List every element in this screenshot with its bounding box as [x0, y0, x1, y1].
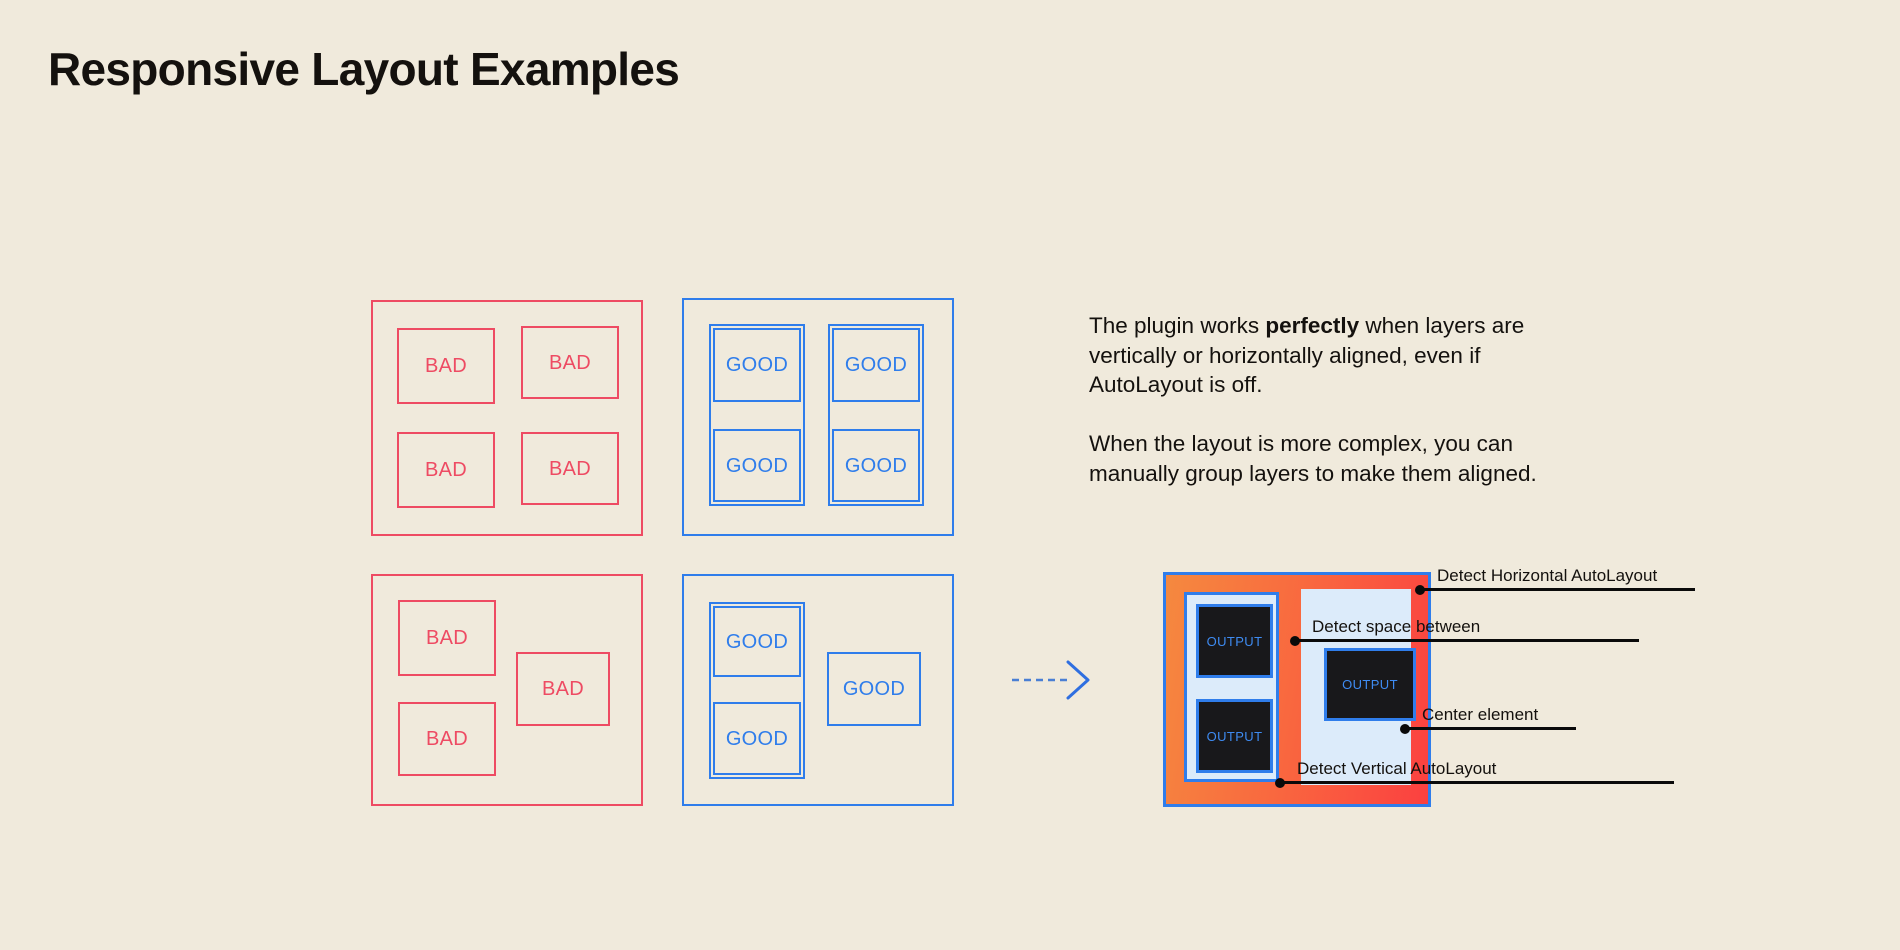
example-cell: BAD — [397, 432, 495, 508]
example-cell: BAD — [398, 702, 496, 776]
arrow-right-dashed-icon — [1012, 660, 1094, 700]
example-cell: GOOD — [713, 328, 801, 402]
description-p1-bold: perfectly — [1265, 313, 1360, 338]
cell-label: GOOD — [844, 354, 908, 376]
example-grid-bad: BAD BAD BAD BAD — [371, 300, 643, 536]
description-p1-before: The plugin works — [1089, 313, 1266, 338]
layer-group-wrapper — [828, 324, 924, 506]
description-text: The plugin works perfectly when layers a… — [1089, 311, 1549, 488]
description-p1-after: when layers are vertically or horizontal… — [1089, 313, 1525, 397]
page-title: Responsive Layout Examples — [48, 43, 680, 95]
cell-label: BAD — [541, 678, 585, 700]
output-box: OUTPUT — [1196, 699, 1273, 773]
callout-line — [1404, 727, 1576, 730]
output-box-label: OUTPUT — [1206, 633, 1263, 649]
example-cell: BAD — [397, 328, 495, 404]
callout-label: Detect Vertical AutoLayout — [1297, 759, 1497, 778]
cell-label: BAD — [548, 457, 592, 480]
example-cell: GOOD — [832, 328, 920, 402]
layer-group-wrapper — [709, 324, 805, 506]
callout-anchor-dot — [1275, 777, 1285, 788]
example-cell: GOOD — [713, 702, 801, 775]
example-complex-good: GOOD GOOD GOOD — [682, 574, 954, 806]
callout-label: Detect Horizontal AutoLayout — [1437, 566, 1658, 585]
callout-line — [1294, 639, 1639, 642]
example-cell: GOOD — [713, 606, 801, 677]
cell-label: GOOD — [725, 630, 789, 653]
callout-label: Center element — [1422, 705, 1539, 724]
callout-label: Detect space between — [1312, 617, 1481, 636]
example-cell: BAD — [521, 432, 619, 505]
example-cell: GOOD — [827, 652, 921, 726]
cell-label: BAD — [424, 355, 468, 377]
example-cell: GOOD — [832, 429, 920, 502]
cell-label: GOOD — [725, 454, 789, 477]
callout-anchor-dot — [1290, 635, 1300, 646]
output-box-label: OUTPUT — [1206, 728, 1263, 744]
cell-label: BAD — [425, 728, 469, 750]
output-group-left: OUTPUT OUTPUT — [1184, 592, 1279, 782]
cell-label: GOOD — [725, 354, 789, 376]
cell-label: GOOD — [844, 454, 908, 477]
output-box: OUTPUT — [1196, 604, 1273, 678]
output-box: OUTPUT — [1324, 648, 1416, 721]
cell-label: BAD — [424, 459, 468, 481]
cell-label: BAD — [548, 351, 592, 374]
example-complex-bad: BAD BAD BAD — [371, 574, 643, 806]
example-cell: BAD — [398, 600, 496, 676]
cell-label: GOOD — [725, 727, 789, 750]
example-grid-good: GOOD GOOD GOOD GOOD — [682, 298, 954, 536]
cell-label: GOOD — [842, 678, 906, 700]
callout-anchor-dot — [1400, 723, 1410, 734]
example-cell: GOOD — [713, 429, 801, 502]
output-box-label: OUTPUT — [1342, 677, 1398, 692]
output-diagram: OUTPUT OUTPUT OUTPUT — [1163, 572, 1431, 807]
callout-line — [1419, 588, 1695, 591]
example-cell: BAD — [521, 326, 619, 399]
cell-label: BAD — [425, 627, 469, 649]
layer-group-wrapper — [709, 602, 805, 779]
callout-line — [1279, 781, 1674, 784]
callout-anchor-dot — [1415, 584, 1425, 595]
description-paragraph-2: When the layout is more complex, you can… — [1089, 431, 1537, 486]
example-cell: BAD — [516, 652, 610, 726]
description-paragraph-1: The plugin works perfectly when layers a… — [1089, 311, 1549, 400]
